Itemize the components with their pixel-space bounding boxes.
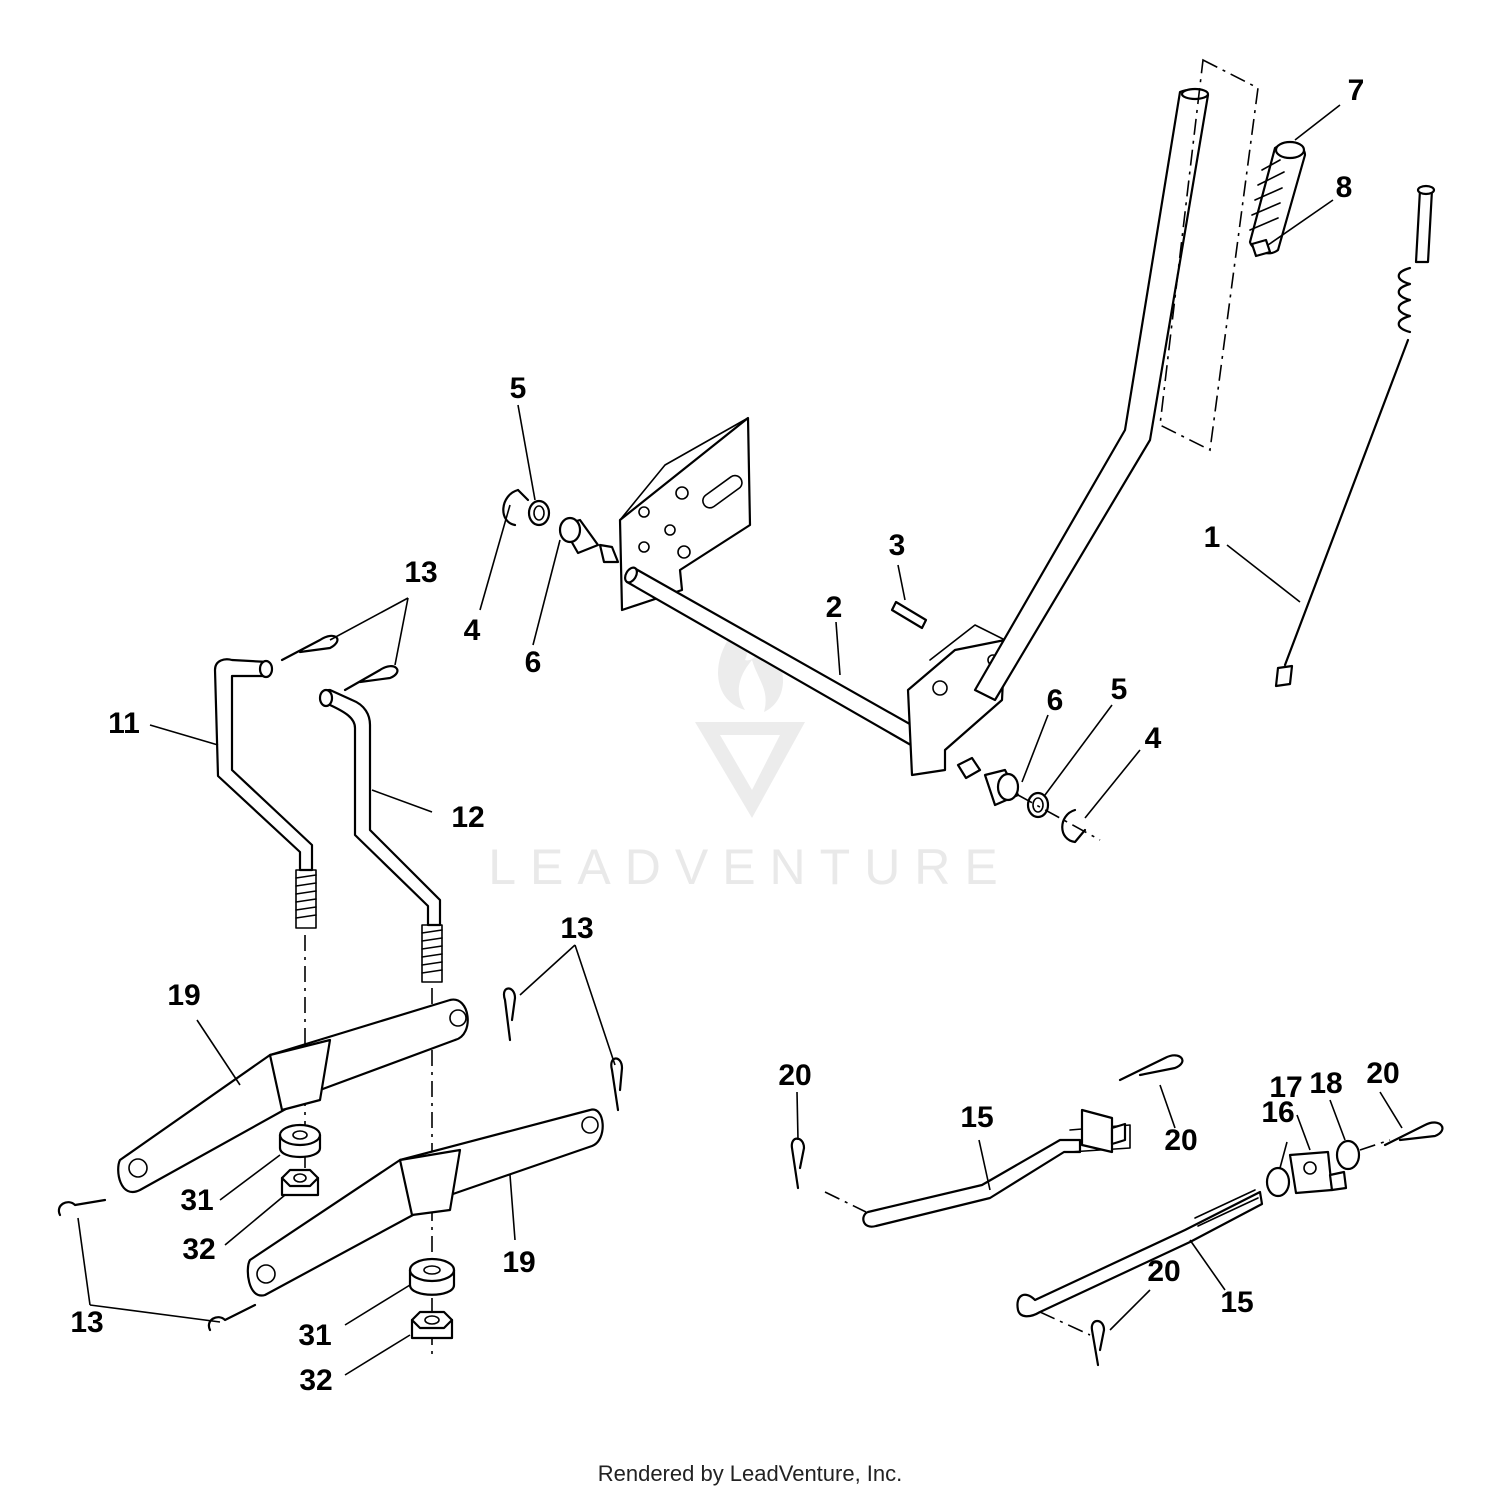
callout-31-upper: 31 xyxy=(180,1184,213,1217)
callout-20-right: 20 xyxy=(1366,1057,1399,1090)
part-7-handle-grip xyxy=(1248,140,1307,255)
callout-20-left: 20 xyxy=(778,1059,811,1092)
callout-1: 1 xyxy=(1204,521,1221,554)
part-15-rod-upper xyxy=(824,1108,1131,1228)
part-20-clip xyxy=(790,1137,806,1190)
callout-11: 11 xyxy=(108,707,140,740)
part-11-lift-link xyxy=(213,658,317,929)
part-13-clip xyxy=(610,1057,624,1112)
callout-19-upper: 19 xyxy=(167,979,200,1012)
callout-5-left: 5 xyxy=(510,372,527,405)
callout-3: 3 xyxy=(889,529,906,562)
callout-6-left: 6 xyxy=(525,646,542,679)
callout-13-right: 13 xyxy=(560,912,593,945)
callout-15-upper: 15 xyxy=(960,1101,993,1134)
part-20-clip xyxy=(1118,1054,1184,1082)
callout-20-bottom: 20 xyxy=(1147,1255,1180,1288)
part-13-clip xyxy=(57,1198,107,1217)
part-2-lift-shaft-assembly xyxy=(618,87,1210,780)
watermark-text: LEADVENTURE xyxy=(488,839,1012,895)
part-20-clip xyxy=(1383,1121,1444,1147)
part-8-screw xyxy=(1250,238,1272,258)
callouts: 1 2 3 4 4 5 5 6 6 7 8 11 12 13 13 13 15 … xyxy=(70,74,1399,1397)
part-19-lift-arm-lower xyxy=(246,1108,604,1297)
part-1-cable xyxy=(1274,184,1436,688)
callout-20-middle: 20 xyxy=(1164,1124,1197,1157)
part-13-clip xyxy=(343,665,399,692)
part-32-nut-lower xyxy=(410,1310,454,1340)
callout-13-bottom: 13 xyxy=(70,1306,103,1339)
callout-4-right: 4 xyxy=(1145,722,1162,755)
part-18-nut xyxy=(1335,1139,1361,1171)
callout-32-lower: 32 xyxy=(299,1364,332,1397)
left-bushing-set xyxy=(502,488,620,564)
part-12-lift-link xyxy=(318,688,443,983)
callout-31-lower: 31 xyxy=(298,1319,331,1352)
callout-12: 12 xyxy=(451,801,484,834)
part-4-clip-right xyxy=(1061,808,1087,844)
callout-15-lower: 15 xyxy=(1220,1286,1253,1319)
part-17-block xyxy=(1288,1150,1334,1195)
callout-16: 16 xyxy=(1261,1096,1294,1129)
callout-6-right: 6 xyxy=(1047,684,1064,717)
part-20-clip xyxy=(1090,1319,1106,1367)
part-5-washer-right xyxy=(1026,791,1050,819)
callout-19-lower: 19 xyxy=(502,1246,535,1279)
callout-18: 18 xyxy=(1309,1067,1342,1100)
callout-8: 8 xyxy=(1336,171,1353,204)
part-13-clip xyxy=(280,634,339,662)
part-13-clip xyxy=(207,1303,257,1332)
part-5-washer-left xyxy=(527,499,551,527)
part-19-lift-arm-upper xyxy=(117,998,469,1194)
part-32-nut-upper xyxy=(280,1168,320,1197)
render-credit: Rendered by LeadVenture, Inc. xyxy=(597,1461,903,1486)
right-bushing-set xyxy=(983,768,1101,844)
leader-lines xyxy=(77,104,1403,1376)
callout-17: 17 xyxy=(1269,1071,1302,1104)
grip-position-outline xyxy=(1159,58,1259,452)
part-31-bushing-lower xyxy=(408,1257,456,1296)
callout-2: 2 xyxy=(826,591,843,624)
part-31-bushing-upper xyxy=(278,1123,322,1159)
callout-4-left: 4 xyxy=(464,614,481,647)
callout-7: 7 xyxy=(1348,74,1365,107)
part-15-rod-lower xyxy=(1016,1189,1264,1336)
part-3-roll-pin xyxy=(890,600,928,630)
part-4-clip-left xyxy=(502,488,520,527)
callout-5-right: 5 xyxy=(1111,673,1128,706)
part-13-clip xyxy=(502,987,517,1042)
callout-32-upper: 32 xyxy=(182,1233,215,1266)
part-16-nut xyxy=(1265,1166,1291,1198)
callout-13-top: 13 xyxy=(404,556,437,589)
